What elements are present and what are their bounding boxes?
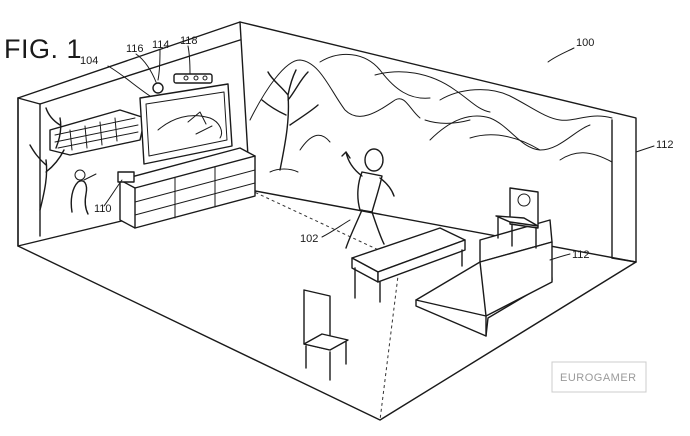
mountain-scenery: [249, 53, 613, 163]
numeral-100: 100: [576, 37, 594, 49]
numeral-110: 110: [94, 203, 112, 215]
numeral-112-lower: 112: [572, 249, 590, 261]
television-display: [139, 73, 233, 165]
reference-numerals: 104 116 114 118 110 102 100 112 112: [80, 35, 674, 261]
left-wall-scene: [29, 107, 146, 215]
user-figure: [341, 148, 395, 249]
numeral-104: 104: [80, 55, 98, 67]
tree-drawing: [261, 69, 319, 173]
coffee-table: [351, 227, 466, 303]
tv-stand: [117, 147, 256, 229]
numeral-112-upper: 112: [656, 139, 674, 151]
watermark-text: EUROGAMER: [560, 372, 637, 384]
numeral-118: 118: [180, 35, 198, 47]
numeral-116: 116: [126, 43, 144, 55]
numeral-102: 102: [300, 233, 318, 245]
numeral-114: 114: [152, 39, 170, 51]
chair-back: [495, 187, 539, 249]
sofa: [415, 219, 553, 337]
watermark-badge: EUROGAMER: [551, 361, 647, 393]
figure-title: FIG. 1: [4, 34, 82, 64]
chair-front: [303, 289, 349, 381]
leader-lines: [103, 45, 655, 261]
